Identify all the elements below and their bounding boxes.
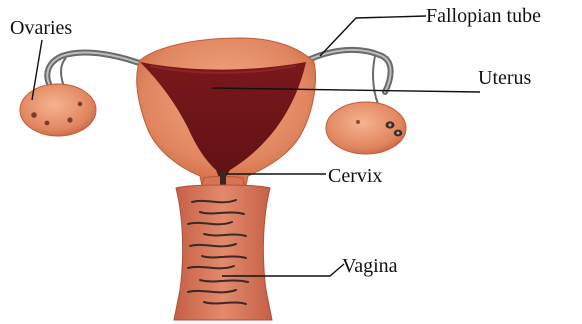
right-ovary — [326, 102, 406, 154]
fallopian-tube-label: Fallopian tube — [426, 5, 541, 27]
cervix-label: Cervix — [328, 165, 382, 187]
left-ovary — [20, 84, 96, 136]
ovaries-label: Ovaries — [10, 17, 72, 39]
uterus-label: Uterus — [478, 67, 532, 89]
vagina-label: Vagina — [342, 255, 398, 277]
vagina — [174, 185, 272, 320]
